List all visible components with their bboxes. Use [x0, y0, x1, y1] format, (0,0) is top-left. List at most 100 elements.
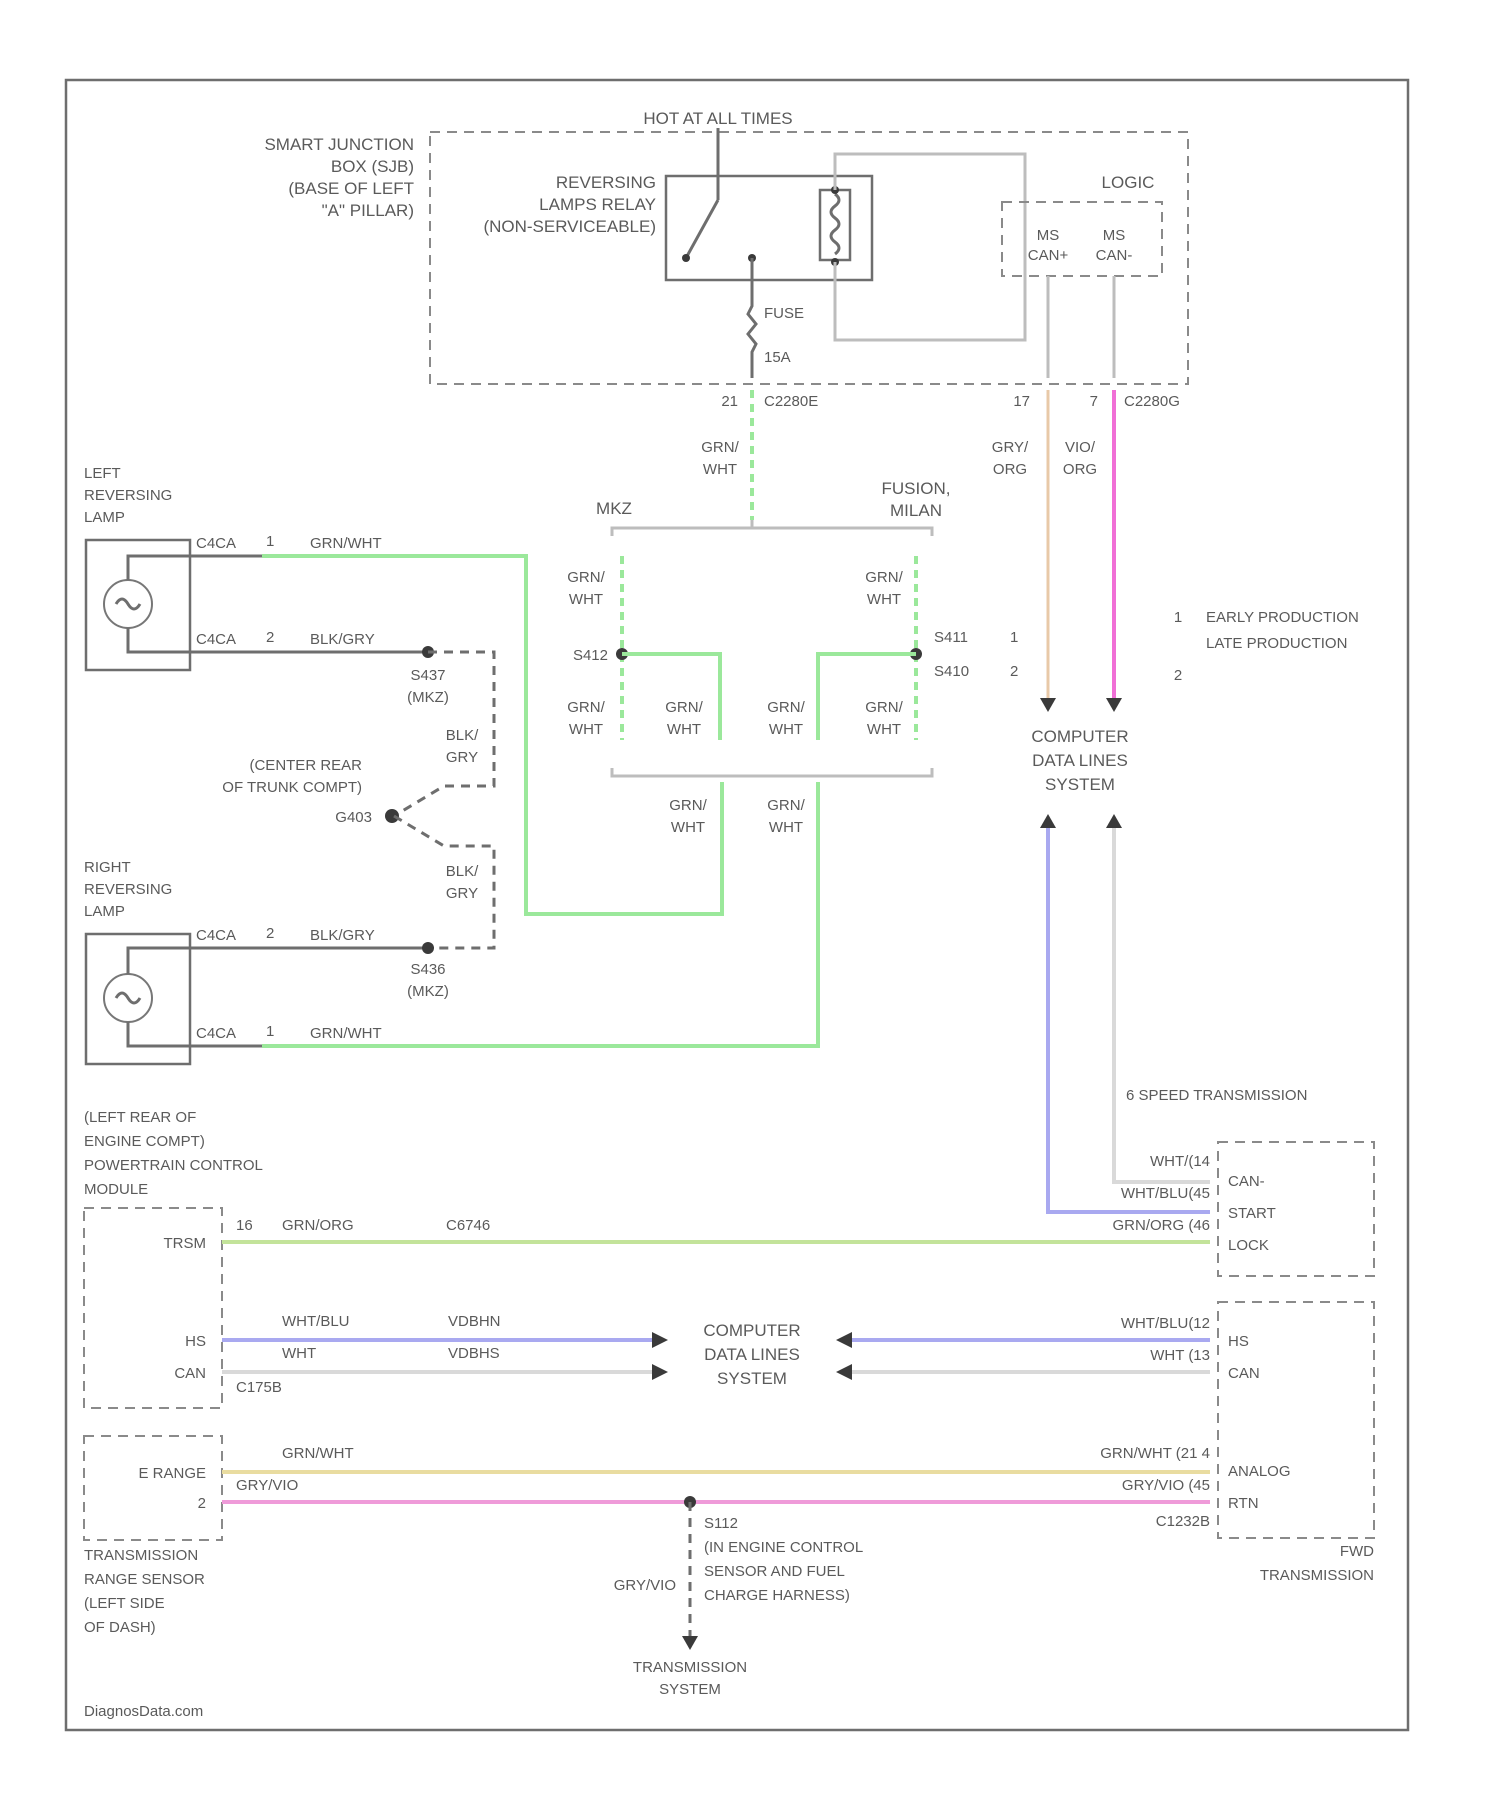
right-lamp-c4-1: C4CA [196, 927, 236, 944]
s410-label: S410 [934, 663, 969, 680]
fusion-branch-label-1: GRN/ [767, 699, 805, 716]
relay-contact-dot [682, 254, 690, 262]
vio-org-label-1: VIO/ [1065, 439, 1096, 456]
s112-label-1: S112 [704, 1515, 738, 1532]
g403-label: G403 [335, 809, 372, 826]
left-lamp-label-3: LAMP [84, 509, 125, 526]
cdl-center-label-1: COMPUTER [703, 1321, 800, 1340]
s411-pin: 1 [1010, 629, 1018, 646]
cdl-right-label-2: DATA LINES [1032, 751, 1128, 770]
lower-blkgry-label-1: BLK/ [446, 863, 479, 880]
ms-canp-label-1: MS [1037, 227, 1060, 244]
hot-at-all-times-label: HOT AT ALL TIMES [643, 109, 792, 128]
cdl-arrow-up-left [1040, 814, 1056, 828]
sjb-label-2: BOX (SJB) [331, 157, 414, 176]
gry-org-label-1: GRY/ [992, 439, 1029, 456]
cdl-right-label-1: COMPUTER [1031, 727, 1128, 746]
grn-wht-feed-label-2: WHT [703, 461, 737, 478]
mkz-wire-label-2: WHT [569, 591, 603, 608]
mkz-lower-label-2: WHT [569, 721, 603, 738]
left-lamp-grnwht: GRN/WHT [310, 535, 382, 552]
trsm-grn-org-label: GRN/ORG [282, 1217, 354, 1234]
relay-switch-contact [686, 200, 718, 258]
vdbhs-label: VDBHS [448, 1345, 500, 1362]
relay-label-1: REVERSING [556, 173, 656, 192]
right-lamp-c4-2: C4CA [196, 1025, 236, 1042]
s112-label-4: CHARGE HARNESS) [704, 1587, 850, 1604]
fusion-label-2: MILAN [890, 501, 942, 520]
pcm-trsm-pin: TRSM [164, 1235, 207, 1252]
left-lamp-blkgry: BLK/GRY [310, 631, 375, 648]
s410-pin: 2 [1010, 663, 1018, 680]
transmission-range-sensor [84, 1436, 222, 1540]
early-production-label: EARLY PRODUCTION [1206, 609, 1359, 626]
grn-wht-feed-label-1: GRN/ [701, 439, 739, 456]
lower-right-wire-label-1: GRN/ [767, 797, 805, 814]
canm-arrow-down [1106, 698, 1122, 712]
trs-rtn-pin: RTN [1228, 1495, 1259, 1512]
pcm-can-pin: CAN [174, 1365, 206, 1382]
trs-gryvio-label: GRY/VIO (45 [1122, 1477, 1210, 1494]
pcm-label-3: POWERTRAIN CONTROL [84, 1157, 263, 1174]
variant-bracket-top [612, 528, 932, 536]
trs-w13-label: WHT (13 [1150, 1347, 1210, 1364]
left-lamp-label-1: LEFT [84, 465, 121, 482]
right-lamp-label-2: REVERSING [84, 881, 172, 898]
pcm-wht-label: WHT [282, 1345, 316, 1362]
left-lamp-grn-wht-wire [262, 556, 722, 914]
pcm-can-arrow [652, 1364, 668, 1380]
c6746-label: C6746 [446, 1217, 490, 1234]
conn-left-label: C2280E [764, 393, 818, 410]
sjb-label-3: (BASE OF LEFT [288, 179, 414, 198]
mkz-branch-label-2: WHT [667, 721, 701, 738]
center-rear-label-1: (CENTER REAR [249, 757, 362, 774]
fwd-label-1: FWD [1340, 1543, 1374, 1560]
coil-control-loop [835, 154, 1025, 340]
trs-sensor-label-4: OF DASH) [84, 1619, 156, 1636]
fuse-label: FUSE [764, 305, 804, 322]
right-lamp-blkgry: BLK/GRY [310, 927, 375, 944]
c175b-label: C175B [236, 1379, 282, 1396]
sjb-label-1: SMART JUNCTION [264, 135, 414, 154]
conn-right-pin2: 7 [1090, 393, 1098, 410]
center-rear-label-2: OF TRUNK COMPT) [222, 779, 362, 796]
range-gry-vio-label: GRY/VIO [236, 1477, 298, 1494]
vdbhn-label: VDBHN [448, 1313, 501, 1330]
left-lamp-pin-2: 2 [266, 629, 274, 646]
trs-whtblu-label: WHT/BLU(45 [1121, 1185, 1210, 1202]
range-grn-wht-label: GRN/WHT [282, 1445, 354, 1462]
logic-label: LOGIC [1102, 173, 1155, 192]
conn-right-label: C2280G [1124, 393, 1180, 410]
left-lamp-int-2 [128, 628, 190, 652]
cdl-right-label-3: SYSTEM [1045, 775, 1115, 794]
fusion-lower-label-1: GRN/ [865, 699, 903, 716]
right-lamp-int-1 [128, 948, 190, 974]
gry-vio-down-label: GRY/VIO [614, 1577, 676, 1594]
reversing-lamps-relay [666, 176, 872, 280]
early-production-num: 1 [1174, 609, 1182, 626]
watermark: DiagnosData.com [84, 1703, 203, 1720]
fusion-label-1: FUSION, [882, 479, 951, 498]
trs-sensor-label-3: (LEFT SIDE [84, 1595, 165, 1612]
fuse-wire [748, 258, 756, 378]
cdl-center-label-3: SYSTEM [717, 1369, 787, 1388]
late-production-num: 2 [1174, 667, 1182, 684]
cdl-center-label-2: DATA LINES [704, 1345, 800, 1364]
lower-blkgry-label-2: GRY [446, 885, 478, 902]
s436-label: S436 [410, 961, 445, 978]
mkz-label: MKZ [596, 499, 632, 518]
left-lamp-int-1 [128, 556, 190, 580]
trs-wb12-label: WHT/BLU(12 [1121, 1315, 1210, 1332]
pcm-hs-pin: HS [185, 1333, 206, 1350]
trs-canm-pin: CAN- [1228, 1173, 1265, 1190]
six-speed-label: 6 SPEED TRANSMISSION [1126, 1087, 1307, 1104]
ground-to-s436-wire [394, 816, 494, 948]
pcm-hs-arrow [652, 1332, 668, 1348]
upper-blkgry-label-2: GRY [446, 749, 478, 766]
conn-left-pin: 21 [721, 393, 738, 410]
upper-blkgry-label-1: BLK/ [446, 727, 479, 744]
trs-grnwht21-label: GRN/WHT (21 4 [1100, 1445, 1210, 1462]
trs-grnorg-label: GRN/ORG (46 [1112, 1217, 1210, 1234]
left-lamp-c4-1: C4CA [196, 535, 236, 552]
